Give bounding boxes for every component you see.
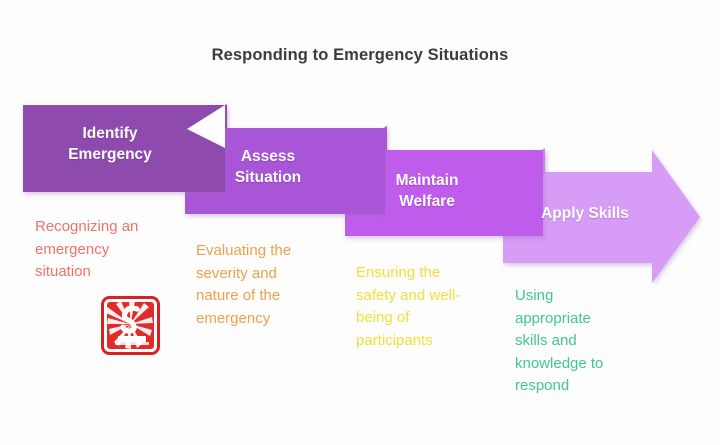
page-title: Responding to Emergency Situations [211,46,509,64]
step-caption-4: Using appropriate skills and knowledge t… [515,287,604,394]
arrow-body-step-3 [345,150,543,236]
arrow-fold-highlight-step-1 [187,105,225,148]
arrow-body-step-2 [185,128,385,214]
process-flow-diagram [23,104,700,283]
arrow-shape-step-1[interactable] [23,105,225,192]
step-caption-1: Recognizing an emergency situation [35,218,139,280]
icon-base-bar-shadow [115,342,149,345]
arrow-tip-step-2 [347,128,385,168]
step-caption-3: Ensuring the safety and well- being of p… [356,264,461,349]
step-caption-2: Evaluating the severity and nature of th… [196,242,292,327]
arrow-tip-step-3 [505,150,543,190]
icon-burst [107,302,154,349]
arrow-body-step-4 [503,150,700,283]
fire-alarm-icon [101,296,160,355]
icon-base-bar [118,336,146,342]
icon-alarm-glyph [120,305,140,334]
arrow-body-step-1 [23,105,225,192]
